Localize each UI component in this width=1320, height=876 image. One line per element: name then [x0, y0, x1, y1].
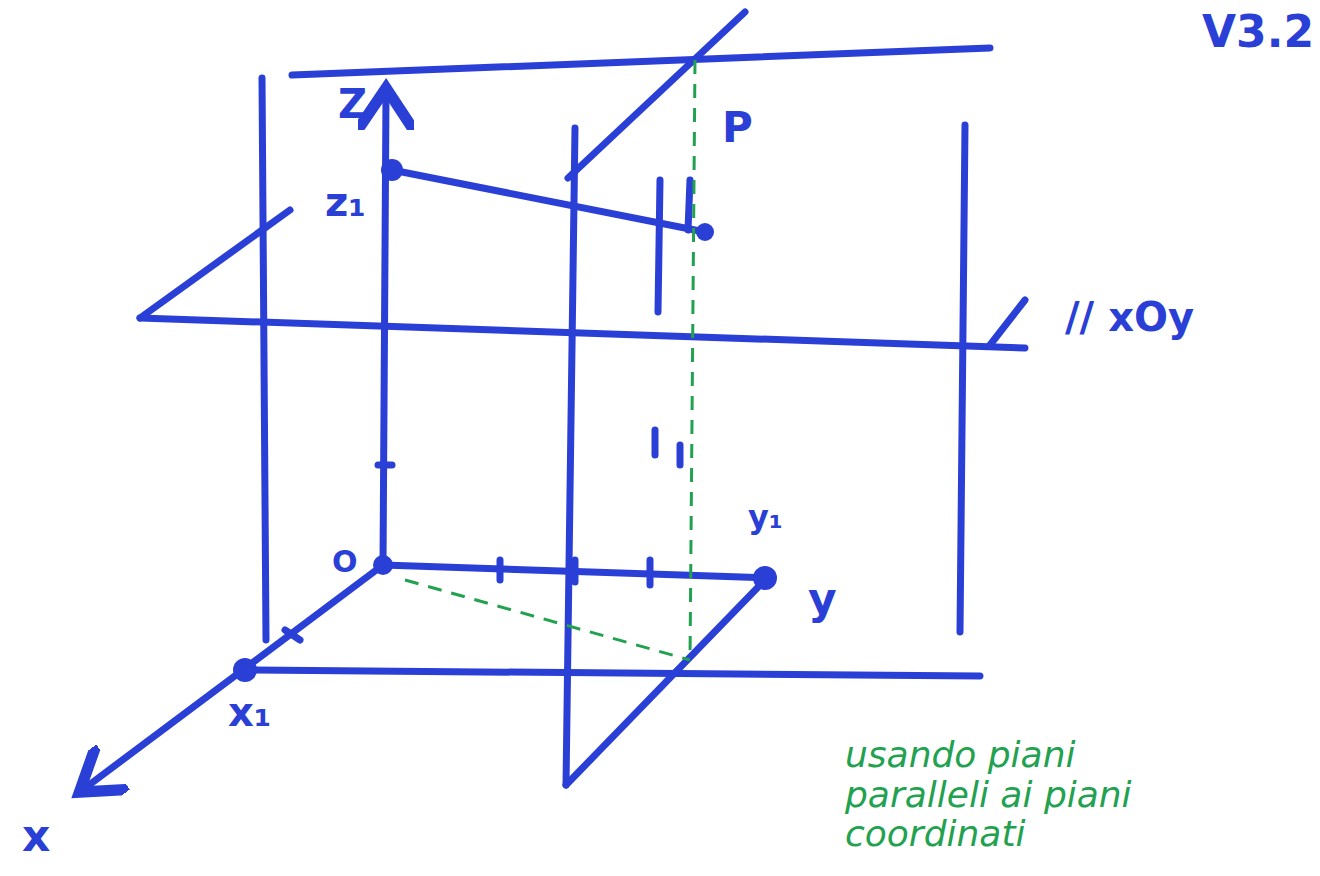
- version-label: V3.2: [1202, 8, 1314, 56]
- axis-label: x: [22, 812, 50, 860]
- origin-label: O: [332, 545, 358, 578]
- axis-label: Z: [338, 82, 367, 126]
- point-label: z₁: [325, 180, 366, 224]
- note-text: usando piani paralleli ai piani coordina…: [845, 735, 1225, 854]
- point-label: x₁: [228, 690, 271, 734]
- point-label: P: [722, 105, 753, 151]
- axis-label: y: [808, 575, 837, 623]
- plane-note: // xOy: [1065, 295, 1194, 339]
- point-label: y₁: [748, 500, 783, 535]
